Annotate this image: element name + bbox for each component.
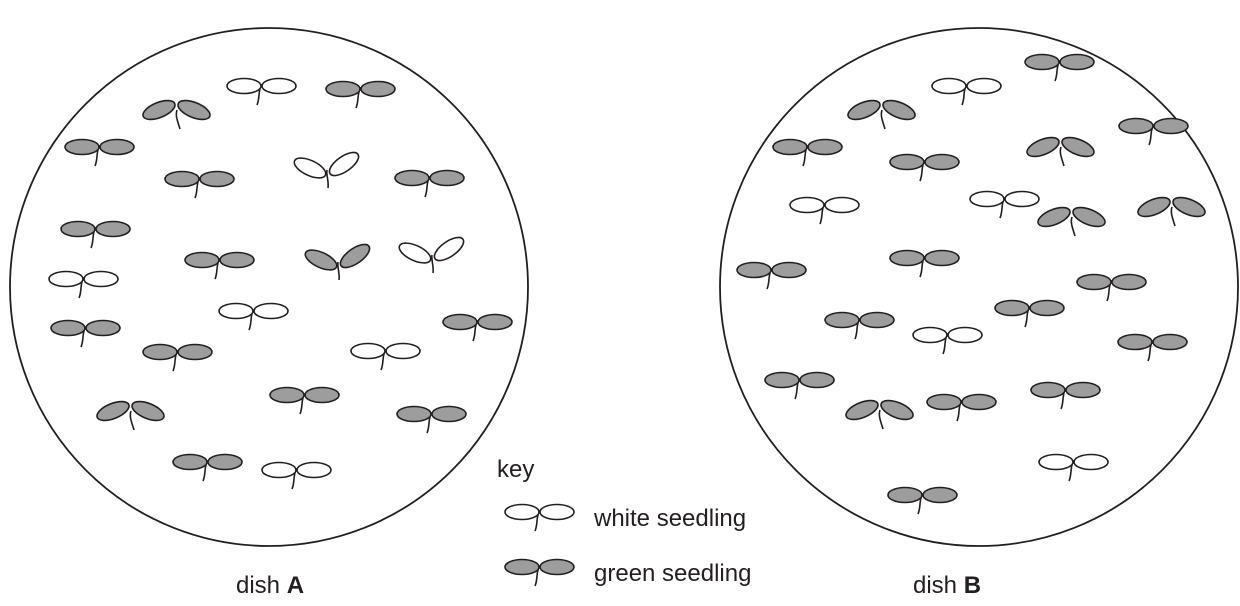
green-seedling-icon <box>270 388 339 415</box>
green-seedling-icon <box>737 263 806 290</box>
green-seedling-icon <box>185 253 254 280</box>
white-seedling-icon <box>219 304 288 331</box>
green-seedling-icon <box>765 373 834 400</box>
green-seedling-icon <box>995 301 1064 328</box>
green-seedling-icon <box>890 155 959 182</box>
white-seedling-icon <box>913 328 982 355</box>
green-seedling-icon <box>890 251 959 278</box>
key-green-seedling-label: green seedling <box>594 562 751 586</box>
key-icons <box>505 505 574 587</box>
green-seedling-icon <box>1031 383 1100 410</box>
white-seedling-icon <box>790 198 859 225</box>
green-seedling-icon <box>65 140 134 167</box>
dish-b-caption: dish B <box>913 574 981 598</box>
dish-a-caption: dish A <box>236 574 304 598</box>
green-seedling-icon <box>94 398 166 430</box>
key-title: key <box>497 458 534 482</box>
green-seedling-icon <box>825 313 894 340</box>
green-seedling-icon <box>845 97 917 129</box>
white-seedling-icon <box>262 463 331 490</box>
key-white-seedling-icon <box>505 505 574 532</box>
green-seedling-icon <box>302 240 373 280</box>
white-seedling-icon <box>932 79 1001 106</box>
green-seedling-icon <box>173 455 242 482</box>
green-seedling-icon <box>397 407 466 434</box>
green-seedling-icon <box>395 171 464 198</box>
green-seedling-icon <box>1135 194 1207 226</box>
green-seedling-icon <box>1035 204 1107 236</box>
green-seedling-icon <box>773 140 842 167</box>
green-seedling-icon <box>927 395 996 422</box>
green-seedling-icon <box>1024 134 1096 166</box>
white-seedling-icon <box>351 344 420 371</box>
white-seedling-icon <box>49 272 118 299</box>
green-seedling-icon <box>888 488 957 515</box>
green-seedling-icon <box>51 321 120 348</box>
green-seedling-icon <box>1077 275 1146 302</box>
dish-b-outline <box>720 28 1238 546</box>
green-seedling-icon <box>1118 335 1187 362</box>
dish-a <box>10 28 528 546</box>
green-seedling-icon <box>1119 119 1188 146</box>
green-seedling-icon <box>443 315 512 342</box>
key-green-seedling-icon <box>505 560 574 587</box>
dish-b <box>720 28 1238 546</box>
key-white-seedling-label: white seedling <box>594 507 746 531</box>
white-seedling-icon <box>1039 455 1108 482</box>
white-seedling-icon <box>396 233 467 273</box>
white-seedling-icon <box>291 148 362 188</box>
green-seedling-icon <box>843 397 915 429</box>
green-seedling-icon <box>1025 55 1094 82</box>
white-seedling-icon <box>970 192 1039 219</box>
green-seedling-icon <box>326 82 395 109</box>
green-seedling-icon <box>140 97 212 129</box>
white-seedling-icon <box>227 79 296 106</box>
green-seedling-icon <box>165 172 234 199</box>
green-seedling-icon <box>61 222 130 249</box>
green-seedling-icon <box>143 345 212 372</box>
